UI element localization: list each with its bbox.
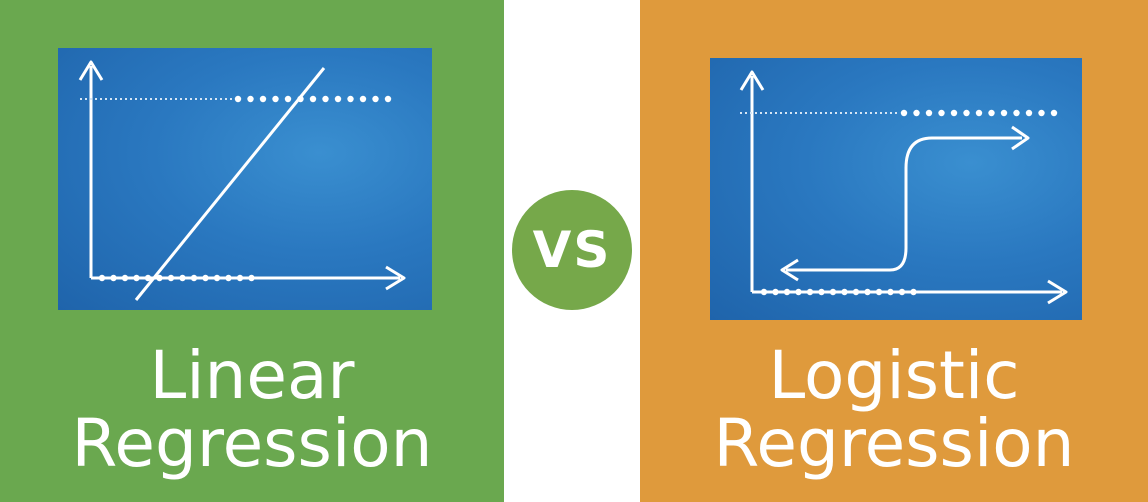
data-point xyxy=(875,288,883,296)
lower-data-points xyxy=(760,288,917,296)
data-point xyxy=(133,274,140,282)
data-point xyxy=(829,288,837,296)
data-point xyxy=(322,95,329,103)
data-point xyxy=(900,109,908,117)
data-point xyxy=(887,288,894,296)
data-point xyxy=(309,95,317,103)
data-point xyxy=(110,274,117,282)
linear-regression-graph xyxy=(58,48,432,310)
data-point xyxy=(975,109,983,117)
sigmoid-right-arrowhead-icon xyxy=(1011,125,1030,151)
data-point xyxy=(864,288,871,296)
data-point xyxy=(234,95,242,103)
upper-data-points xyxy=(234,95,392,103)
data-point xyxy=(213,274,221,282)
sigmoid-left-arrowhead-icon xyxy=(780,258,799,282)
data-point xyxy=(910,288,917,296)
x-axis-arrowhead-icon xyxy=(385,265,406,291)
data-point xyxy=(167,274,175,282)
linear-regression-panel: Linear Regression xyxy=(0,0,504,502)
data-point xyxy=(98,274,106,282)
data-point xyxy=(925,109,933,117)
x-axis-arrowhead-icon xyxy=(1047,279,1068,305)
data-point xyxy=(359,95,367,103)
data-point xyxy=(236,274,244,282)
logistic-regression-graph-svg xyxy=(739,70,1068,305)
data-point xyxy=(384,95,392,103)
linear-regression-graph-svg xyxy=(78,60,406,301)
data-point xyxy=(1050,109,1058,117)
linear-title-line1: Linear xyxy=(149,337,355,414)
data-point xyxy=(938,109,945,117)
linear-regression-title: Linear Regression xyxy=(0,342,504,478)
data-point xyxy=(841,288,848,296)
data-point xyxy=(248,274,255,282)
vs-badge: VS xyxy=(512,190,632,310)
data-point xyxy=(190,274,198,282)
data-point xyxy=(806,288,814,296)
data-point xyxy=(225,274,232,282)
upper-data-points xyxy=(900,109,1058,117)
data-point xyxy=(950,109,958,117)
regression-line xyxy=(134,67,326,301)
data-point xyxy=(1038,109,1045,117)
y-axis-arrowhead-icon xyxy=(78,60,104,81)
data-point xyxy=(259,95,267,103)
data-point xyxy=(202,274,209,282)
data-point xyxy=(144,274,152,282)
data-point xyxy=(783,288,791,296)
data-point xyxy=(852,288,860,296)
data-point xyxy=(988,109,995,117)
data-point xyxy=(372,95,379,103)
data-point xyxy=(963,109,970,117)
data-point xyxy=(156,274,163,282)
data-point xyxy=(772,288,779,296)
logistic-regression-title: Logistic Regression xyxy=(640,342,1148,478)
data-point xyxy=(272,95,279,103)
data-point xyxy=(760,288,768,296)
data-point xyxy=(334,95,342,103)
logistic-title-line2: Regression xyxy=(713,405,1075,482)
data-point xyxy=(1000,109,1008,117)
linear-title-line2: Regression xyxy=(71,405,433,482)
logistic-title-line1: Logistic xyxy=(768,337,1020,414)
data-point xyxy=(1013,109,1020,117)
data-point xyxy=(284,95,292,103)
data-point xyxy=(1025,109,1033,117)
data-point xyxy=(795,288,802,296)
data-point xyxy=(818,288,825,296)
sigmoid-curve xyxy=(786,136,1022,272)
lower-data-points xyxy=(98,274,255,282)
data-point xyxy=(347,95,354,103)
logistic-regression-panel: Logistic Regression xyxy=(640,0,1148,502)
logistic-regression-graph xyxy=(710,58,1082,320)
data-point xyxy=(121,274,129,282)
y-axis-arrowhead-icon xyxy=(739,70,765,91)
data-point xyxy=(179,274,186,282)
data-point xyxy=(913,109,920,117)
data-point xyxy=(898,288,906,296)
data-point xyxy=(247,95,254,103)
